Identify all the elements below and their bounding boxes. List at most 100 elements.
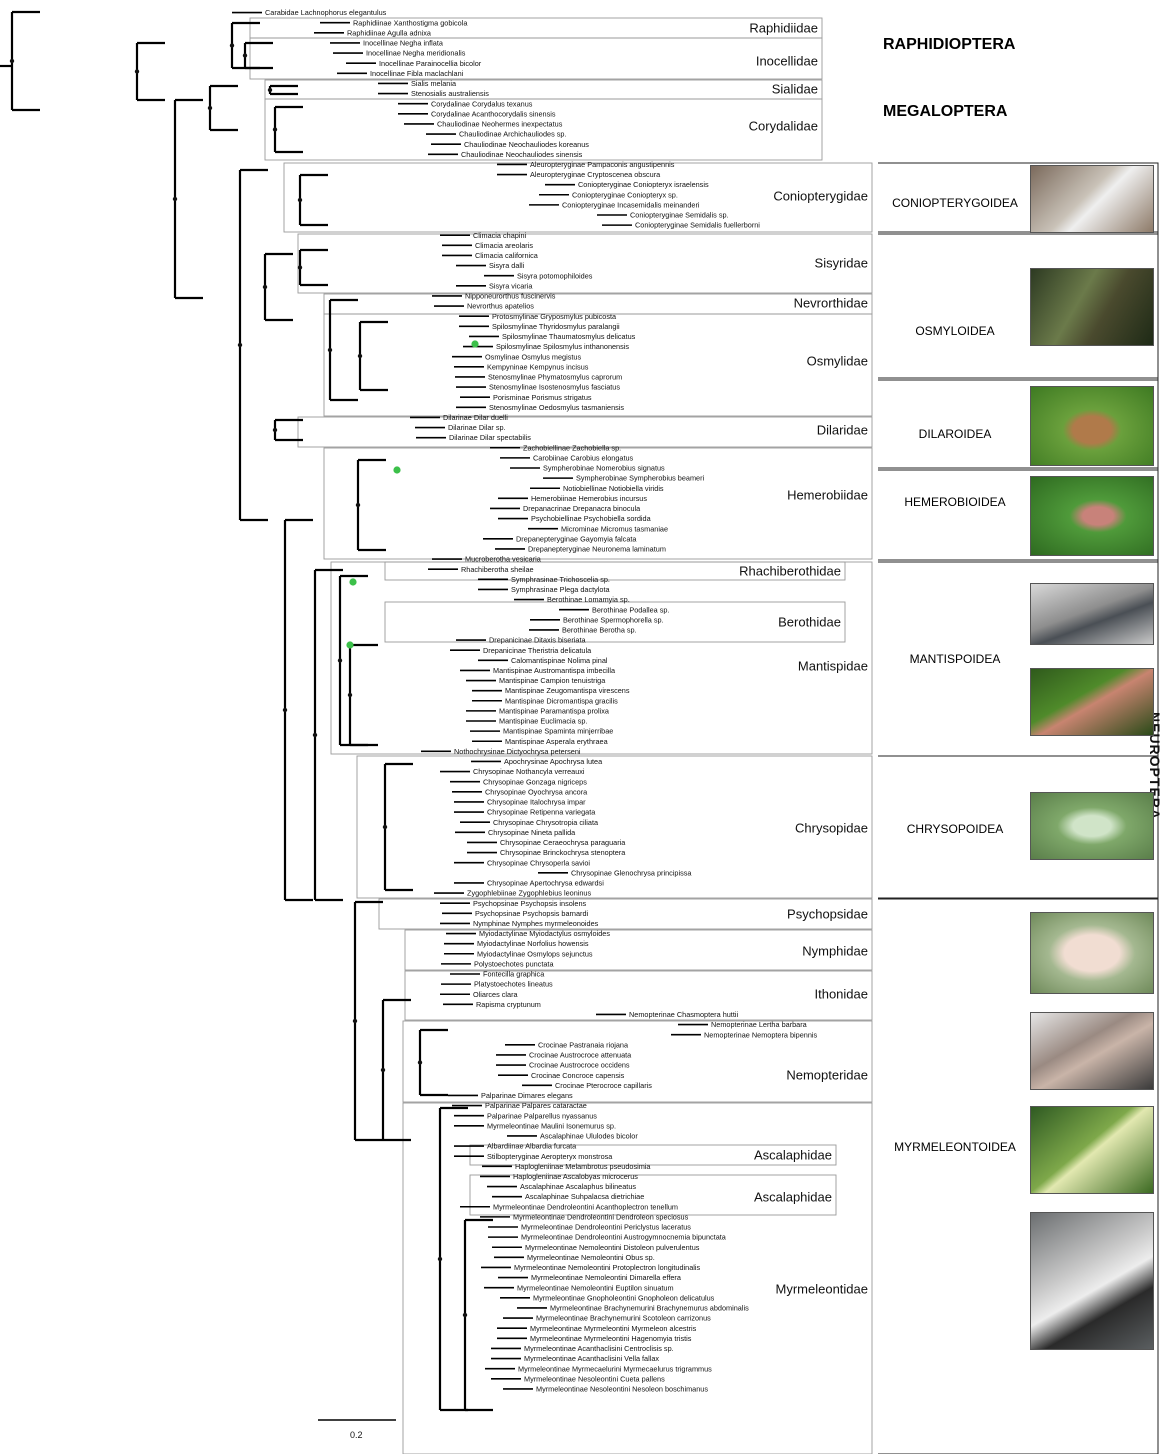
tree-node bbox=[358, 354, 362, 358]
taxon-label: Psychopsinae Psychopsis barnardi bbox=[475, 909, 589, 918]
tree-node bbox=[298, 265, 302, 269]
taxon-label: Myrmeleontinae Nemoleontini Obus sp. bbox=[527, 1253, 655, 1262]
nemopterid-photo-icon bbox=[1030, 1106, 1154, 1194]
taxon-label: Sympherobinae Sympherobius beameri bbox=[576, 474, 705, 483]
taxon-label: Mantispinae Asperala erythraea bbox=[505, 737, 609, 746]
taxon-label: Drepanepteryginae Gayomyia falcata bbox=[516, 534, 637, 543]
clade-box bbox=[250, 38, 822, 79]
family-label: Nymphidae bbox=[802, 944, 868, 959]
taxon-label: Myrmeleontinae Brachynemurini Brachynemu… bbox=[550, 1304, 749, 1313]
superfamily-label-dilaroidea: DILAROIDEA bbox=[880, 427, 1030, 441]
taxon-label: Chrysopinae Chrysoperla savioi bbox=[487, 858, 590, 867]
taxon-label: Myrmeleontinae Brachynemurini Scotoleon … bbox=[536, 1314, 711, 1323]
taxon-label: Chrysopinae Italochrysa impar bbox=[487, 798, 586, 807]
taxon-label: Corydalinae Corydalus texanus bbox=[431, 99, 533, 108]
taxon-label: Chauliodinae Neohermes inexpectatus bbox=[437, 120, 563, 129]
taxon-label: Ascalaphinae Ululodes bicolor bbox=[540, 1132, 638, 1141]
taxon-label: Sisyra vicaria bbox=[489, 281, 533, 290]
taxon-label: Hemerobiinae Hemerobius incursus bbox=[531, 494, 647, 503]
taxon-label: Palparinae Dimares elegans bbox=[481, 1091, 573, 1100]
taxon-label: Myrmeleontinae Nesoleontini Cueta pallen… bbox=[524, 1374, 665, 1383]
psychopsid-photo-icon bbox=[1030, 912, 1154, 994]
clade-box bbox=[250, 18, 822, 38]
taxon-label: Chauliodinae Neochauliodes koreanus bbox=[464, 140, 589, 149]
taxon-label: Drepanacrinae Drepanacra binocula bbox=[523, 504, 641, 513]
family-label: Corydalidae bbox=[749, 119, 818, 134]
taxon-label: Palparinae Palparellus nyassanus bbox=[487, 1111, 597, 1120]
taxon-label: Berothinae Spermophorella sp. bbox=[563, 615, 664, 624]
taxon-label: Nemopterinae Nemoptera bipennis bbox=[704, 1030, 818, 1039]
taxon-label: Crocinae Pterocroce capillaris bbox=[555, 1081, 652, 1090]
taxon-label: Drepanicinae Theristria delicatula bbox=[483, 646, 592, 655]
taxon-label: Raphidiinae Agulla adnixa bbox=[347, 28, 432, 37]
tree-node bbox=[10, 59, 14, 63]
taxon-label: Myrmeleontinae Dendroleontini Periclystu… bbox=[521, 1223, 691, 1232]
taxon-label: Coniopteryginae Coniopteryx sp. bbox=[572, 190, 678, 199]
taxon-label: Mantispinae Paramantispa prolixa bbox=[499, 706, 610, 715]
superfamily-label-hemerobioidea: HEMEROBIOIDEA bbox=[880, 495, 1030, 509]
family-label: Inocellidae bbox=[756, 54, 818, 69]
taxon-label: Sympherobinae Nomerobius signatus bbox=[543, 464, 665, 473]
highlight-node bbox=[349, 578, 356, 585]
ithonid-photo-icon bbox=[1030, 1012, 1154, 1090]
family-label: Osmylidae bbox=[807, 354, 868, 369]
family-label: Sisyridae bbox=[815, 256, 868, 271]
taxon-label: Myrmeleontinae Gnopholeontini Gnopholeon… bbox=[533, 1293, 715, 1302]
taxon-label: Oliarces clara bbox=[473, 990, 519, 999]
taxon-label: Calomantispinae Nolima pinal bbox=[511, 656, 608, 665]
taxon-label: Zachobiellinae Zachobiella sp. bbox=[523, 443, 621, 452]
taxon-label: Berothinae Berotha sp. bbox=[562, 626, 637, 635]
taxon-label: Chauliodinae Archichauliodes sp. bbox=[459, 130, 567, 139]
taxon-label: Berothinae Podallea sp. bbox=[592, 605, 669, 614]
taxon-label: Myrmeleontinae Myrmeleontini Hagenomyia … bbox=[530, 1334, 692, 1343]
taxon-label: Chrysopinae Nineta pallida bbox=[488, 828, 576, 837]
taxon-label: Inocellinae Parainocellia bicolor bbox=[379, 59, 482, 68]
taxon-label: Chrysopinae Brinckochrysa stenoptera bbox=[500, 848, 626, 857]
family-label: Sialidae bbox=[772, 82, 818, 97]
taxon-label: Mantispinae Campion tenuistriga bbox=[499, 676, 606, 685]
taxon-label: Stenosmylinae Phymatosmylus caprorum bbox=[488, 373, 622, 382]
superfamily-label-myrmeleontoidea: MYRMELEONTOIDEA bbox=[880, 1140, 1030, 1154]
taxon-label: Myiodactylinae Osmylops sejunctus bbox=[477, 949, 593, 958]
scale-bar-label: 0.2 bbox=[350, 1430, 363, 1440]
taxon-label: Climacia californica bbox=[475, 251, 539, 260]
taxon-label: Crocinae Austrocroce attenuata bbox=[529, 1051, 632, 1060]
family-label: Mantispidae bbox=[798, 659, 868, 674]
taxon-label: Dilarinae Dilar sp. bbox=[448, 423, 506, 432]
taxon-label: Rapisma cryptunum bbox=[476, 1000, 541, 1009]
taxon-label: Zygophlebiinae Zygophlebius leoninus bbox=[467, 889, 591, 898]
taxon-label: Fontecilla graphica bbox=[483, 970, 545, 979]
taxon-label: Porisminae Porismus strigatus bbox=[493, 393, 592, 402]
taxon-label: Haplogleniinae Melambrotus pseudosimia bbox=[515, 1162, 651, 1171]
tree-node bbox=[353, 1019, 357, 1023]
taxon-label: Coniopteryginae Semidalis fuellerborni bbox=[635, 221, 760, 230]
taxon-label: Drepanepteryginae Neuronema laminatum bbox=[528, 545, 666, 554]
taxon-label: Stenosmylinae Isostenosmylus fasciatus bbox=[489, 383, 620, 392]
taxon-label: Osmylinae Osmylus megistus bbox=[485, 352, 581, 361]
family-label: Nevrorthidae bbox=[794, 296, 868, 311]
taxon-label: Chrysopinae Retipenna variegata bbox=[487, 808, 596, 817]
family-label: Myrmeleontidae bbox=[776, 1282, 869, 1297]
taxon-label: Mantispinae Spaminta minjerribae bbox=[503, 727, 613, 736]
superfamily-label-chrysopoidea: CHRYSOPOIDEA bbox=[880, 822, 1030, 836]
taxon-label: Myrmeleontinae Acanthaclisini Centroclis… bbox=[524, 1344, 674, 1353]
taxon-label: Symphrasinae Trichoscelia sp. bbox=[511, 575, 610, 584]
family-label: Psychopsidae bbox=[787, 907, 868, 922]
highlight-node bbox=[346, 641, 353, 648]
taxon-label: Nemopterinae Chasmoptera huttii bbox=[629, 1010, 738, 1019]
highlight-node bbox=[393, 466, 400, 473]
taxon-label: Nemopterinae Lertha barbara bbox=[711, 1020, 808, 1029]
taxon-label: Microminae Micromus tasmaniae bbox=[561, 524, 668, 533]
taxon-label: Chrysopinae Apertochrysa edwardsi bbox=[487, 879, 604, 888]
taxon-label: Mantispinae Zeugomantispa virescens bbox=[505, 686, 630, 695]
taxon-label: Stilbopteryginae Aeropteryx monstrosa bbox=[487, 1152, 613, 1161]
taxon-label: Mantispinae Euclimacia sp. bbox=[499, 717, 587, 726]
tree-node bbox=[313, 733, 317, 737]
taxon-label: Carobiinae Carobius elongatus bbox=[533, 453, 634, 462]
family-label: Ithonidae bbox=[815, 987, 869, 1002]
tree-node bbox=[208, 106, 212, 110]
mantispid-photo-icon bbox=[1030, 668, 1154, 736]
family-label: Chrysopidae bbox=[795, 821, 868, 836]
taxon-label: Palparinae Palpares cataractae bbox=[485, 1101, 587, 1110]
chrysopid-photo-icon bbox=[1030, 792, 1154, 860]
